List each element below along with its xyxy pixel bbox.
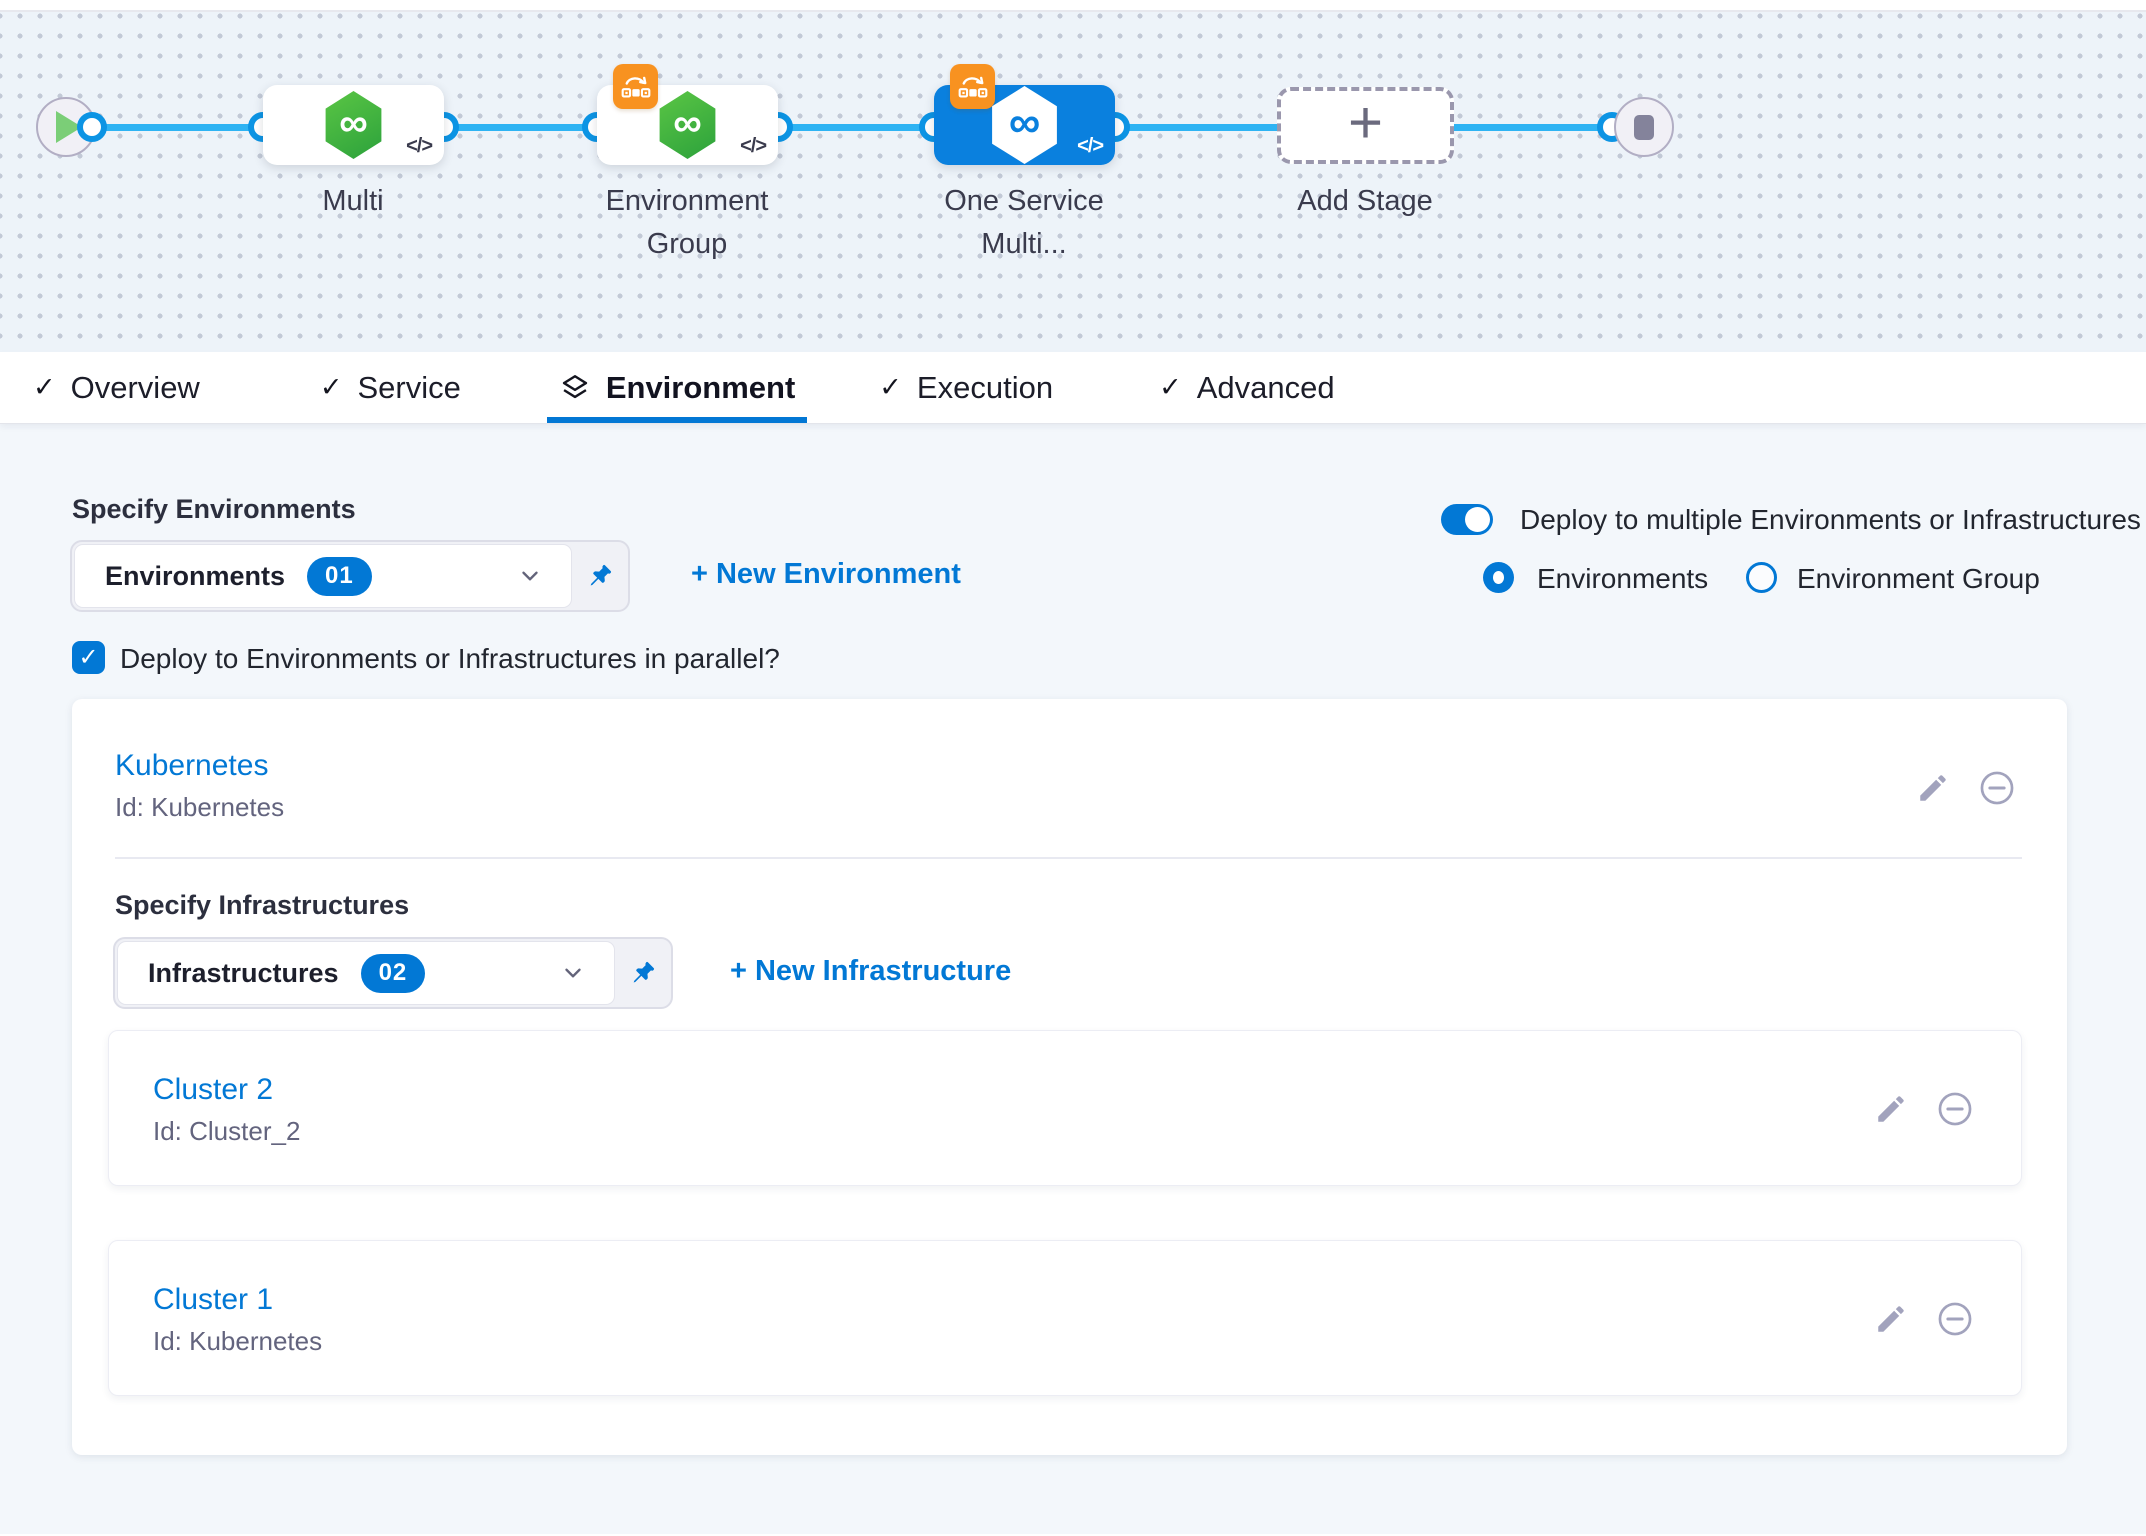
environment-tab-panel: Specify Environments Environments 01 + N… [0,424,2146,1534]
card-divider [115,857,2022,859]
infinity-glyph: ∞ [673,101,702,145]
code-badge-icon[interactable]: </> [406,135,433,157]
tab-label: Overview [70,369,200,405]
parallel-deploy-checkbox[interactable]: ✓ [72,641,105,674]
tab-label: Advanced [1196,369,1335,405]
specify-environments-label: Specify Environments [72,494,356,524]
environments-dropdown[interactable]: Environments 01 [70,540,630,612]
dropdown-selected-label: Infrastructures [148,957,339,988]
check-icon: ✓ [33,372,56,402]
infinity-glyph: ∞ [339,101,368,145]
stage-tabbar: ✓ Overview ✓ Service Environment ✓ Execu… [0,352,2146,424]
environment-layers-icon [559,372,591,404]
infrastructures-dropdown[interactable]: Infrastructures 02 [113,937,673,1009]
add-stage-button[interactable]: + [1277,87,1454,164]
deploy-multiple-toggle[interactable] [1441,504,1493,535]
stage-node-multi[interactable]: ∞ </> [263,85,444,165]
check-icon: ✓ [1159,372,1182,402]
service-hexagon-icon: ∞ [325,91,382,159]
service-hexagon-icon: ∞ [992,86,1057,164]
stop-icon [1634,114,1654,140]
edit-infrastructure-button[interactable] [1872,1300,1910,1338]
environment-name-link[interactable]: Kubernetes [115,749,269,782]
radio-environments-label: Environments [1537,563,1709,594]
tab-advanced[interactable]: ✓ Advanced [1147,352,1347,423]
deploy-multiple-toggle-label: Deploy to multiple Environments or Infra… [1520,504,2141,535]
stage-node-environment-group[interactable]: ∞ </> [597,64,778,165]
rolling-deployment-badge-icon [950,64,995,109]
radio-environments[interactable] [1483,562,1514,593]
tab-environment[interactable]: Environment [546,352,808,423]
stage-label-multi: Multi [322,185,384,217]
pipeline-edge [444,124,597,131]
tab-service[interactable]: ✓ Service [308,352,473,423]
infrastructures-dropdown-value[interactable]: Infrastructures 02 [117,941,615,1005]
stage-label-one-service-multi: One Service Multi... [944,185,1104,260]
infrastructure-id-text: Id: Kubernetes [153,1326,323,1356]
add-stage-label: Add Stage [1297,185,1433,217]
radio-environment-group[interactable] [1746,562,1777,593]
stage-label-environment-group: Environment Group [605,185,769,260]
environment-card: Kubernetes Id: Kubernetes Specify Infras… [72,699,2067,1455]
check-icon: ✓ [879,372,902,402]
toggle-knob [1465,507,1490,532]
remove-infrastructure-button[interactable] [1936,1300,1974,1338]
code-badge-icon[interactable]: </> [740,135,767,157]
count-badge: 02 [360,953,426,993]
pin-button[interactable] [572,542,628,610]
environments-dropdown-value[interactable]: Environments 01 [74,544,572,608]
service-hexagon-icon: ∞ [659,91,716,159]
new-environment-link[interactable]: + New Environment [691,558,961,590]
pipeline-end-node[interactable] [1614,97,1674,157]
infrastructure-card-cluster-1: Cluster 1 Id: Kubernetes [108,1240,2022,1396]
tab-label: Service [357,369,461,405]
tab-overview[interactable]: ✓ Overview [21,352,212,423]
check-icon: ✓ [78,644,99,671]
infrastructure-name-link[interactable]: Cluster 1 [153,1283,274,1316]
count-badge: 01 [307,556,372,596]
pin-button[interactable] [615,939,671,1007]
edit-environment-button[interactable] [1914,769,1952,807]
infrastructure-id-text: Id: Cluster_2 [153,1116,301,1146]
tab-label: Execution [916,369,1054,405]
remove-environment-button[interactable] [1978,769,2016,807]
infrastructure-name-link[interactable]: Cluster 2 [153,1073,274,1106]
pipeline-edge [778,124,934,131]
remove-infrastructure-button[interactable] [1936,1090,1974,1128]
node-port[interactable] [77,112,107,142]
specify-infrastructures-label: Specify Infrastructures [115,890,410,920]
pipeline-edge [92,124,263,131]
edit-infrastructure-button[interactable] [1872,1090,1910,1128]
new-infrastructure-link[interactable]: + New Infrastructure [730,955,1012,987]
pipeline-start-node[interactable] [36,97,96,157]
tab-execution[interactable]: ✓ Execution [867,352,1065,423]
chevron-down-icon [560,960,586,986]
pipeline-canvas[interactable]: ∞ </> Multi ∞ </> Environment Group [0,12,2146,352]
infrastructure-card-cluster-2: Cluster 2 Id: Cluster_2 [108,1030,2022,1186]
radio-environment-group-label: Environment Group [1797,563,2040,594]
chevron-down-icon [517,563,543,589]
infinity-glyph: ∞ [1008,98,1041,147]
panel-top-border [0,0,2146,12]
environment-id-text: Id: Kubernetes [115,792,285,822]
parallel-deploy-label: Deploy to Environments or Infrastructure… [120,643,780,674]
dropdown-selected-label: Environments [105,560,286,591]
tab-label: Environment [605,369,796,405]
code-badge-icon[interactable]: </> [1077,135,1104,157]
rolling-deployment-badge-icon [613,64,658,109]
check-icon: ✓ [319,372,343,402]
stage-node-one-service-multi[interactable]: ∞ </> [934,64,1115,165]
